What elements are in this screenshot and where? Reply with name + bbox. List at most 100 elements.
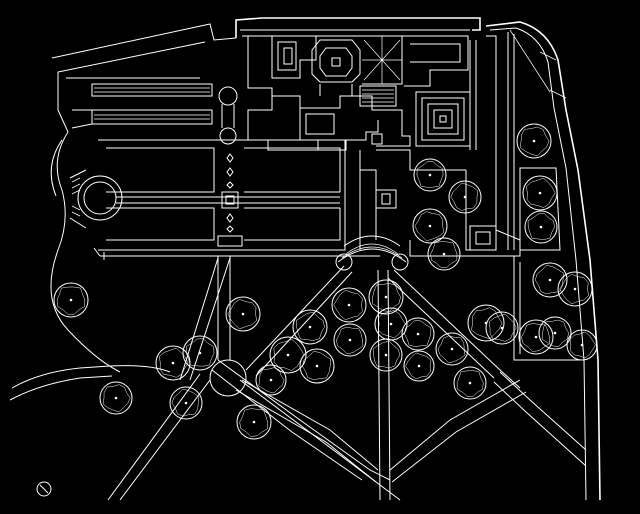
tree-trunk [347,303,351,307]
tree-symbol [182,335,218,371]
tree-symbol [401,317,435,351]
tree-trunk [532,139,536,143]
tree-canopy-detail [519,126,550,157]
tree-symbol [331,287,367,323]
tree-symbol [557,271,593,307]
tree-symbol [485,311,519,345]
west-rotunda [50,131,123,373]
tree-symbol [236,404,272,440]
tree-trunk [548,278,552,282]
tree-canopy-detail [372,340,401,369]
tree-canopy-detail [227,299,257,330]
tree-trunk [573,287,577,291]
tree-canopy [427,237,461,271]
tree-canopy [522,175,558,211]
tree-canopy-detail [159,347,189,378]
tree-trunk [450,347,454,351]
tree-symbol [99,381,133,415]
tree-canopy-detail [527,213,555,240]
tree-trunk [252,420,256,424]
tree-symbol [516,123,552,159]
tree-trunk [114,396,118,400]
radiating-paths [9,256,587,501]
tree-trunk [269,378,273,382]
tree-trunk [534,335,538,339]
tree-canopy-detail [378,309,406,339]
tree-symbol [524,210,558,244]
tree-trunk [538,191,542,195]
tree-canopy-detail [534,264,565,295]
tree-symbol [435,332,469,366]
tree-symbol [269,336,307,374]
tree-canopy-detail [526,177,556,208]
tree-canopy [299,348,335,384]
upper-terrace [51,23,238,145]
tree-canopy [532,262,568,298]
central-court [335,149,521,271]
tree-canopy [182,335,218,371]
tree-symbol [333,323,367,357]
tree-canopy [485,311,519,345]
tree-canopy [435,332,469,366]
tree-trunk [315,364,319,368]
tree-canopy [255,364,287,396]
tree-trunk [389,322,393,326]
tree-canopy [518,319,554,355]
tree-canopy-detail [414,211,444,242]
tree-symbol [53,282,89,318]
tree-canopy [557,271,593,307]
tree-canopy-detail [302,351,332,381]
tree-symbol [467,304,505,342]
tree-trunk [417,364,421,368]
east-drive [485,21,601,501]
tree-trunk [308,325,312,329]
tree-canopy-detail [569,331,596,359]
tree-canopy-detail [450,182,479,211]
tree-canopy [524,210,558,244]
tree-trunk [171,361,175,365]
tree-canopy-detail [488,313,517,342]
tree-symbol [299,348,335,384]
tree-trunk [428,224,432,228]
tree-symbol [522,175,558,211]
tree-canopy-detail [559,274,589,305]
tree-symbol [448,180,482,214]
tree-trunk [241,312,245,316]
tree-canopy-detail [416,161,444,188]
tree-symbol [532,262,568,298]
tree-trunk [580,343,584,347]
tree-canopy [401,317,435,351]
tree-canopy-detail [471,307,503,340]
tree-trunk [442,252,446,256]
tree-canopy-detail [521,323,550,352]
tree-canopy-detail [171,388,200,417]
tree-canopy [368,279,404,315]
tree-canopy-detail [335,326,364,355]
tree-trunk [384,295,388,299]
tree-canopy [225,296,261,332]
tree-canopy [53,282,89,318]
tree-canopy [333,323,367,357]
tree-symbol [225,296,261,332]
tree-trunk [69,298,73,302]
tree-symbol [453,366,487,400]
tree-symbol [413,158,447,192]
tree-trunk [416,332,420,336]
tree-canopy-detail [56,286,86,315]
tree-canopy-detail [239,408,268,437]
tree-canopy [99,381,133,415]
tree-trunk [384,353,388,357]
tree-canopy-detail [430,241,458,268]
tree-trunk [184,401,188,405]
tree-trunk [286,353,290,357]
tree-canopy-detail [102,384,131,413]
tree-trunk [428,173,432,177]
maze-garden [415,35,497,150]
tree-canopy [292,309,328,345]
tree-canopy [453,366,487,400]
tree-canopy [331,287,367,323]
tree-trunk [348,338,352,342]
tree-canopy-detail [296,312,325,341]
tree-canopy [516,123,552,159]
